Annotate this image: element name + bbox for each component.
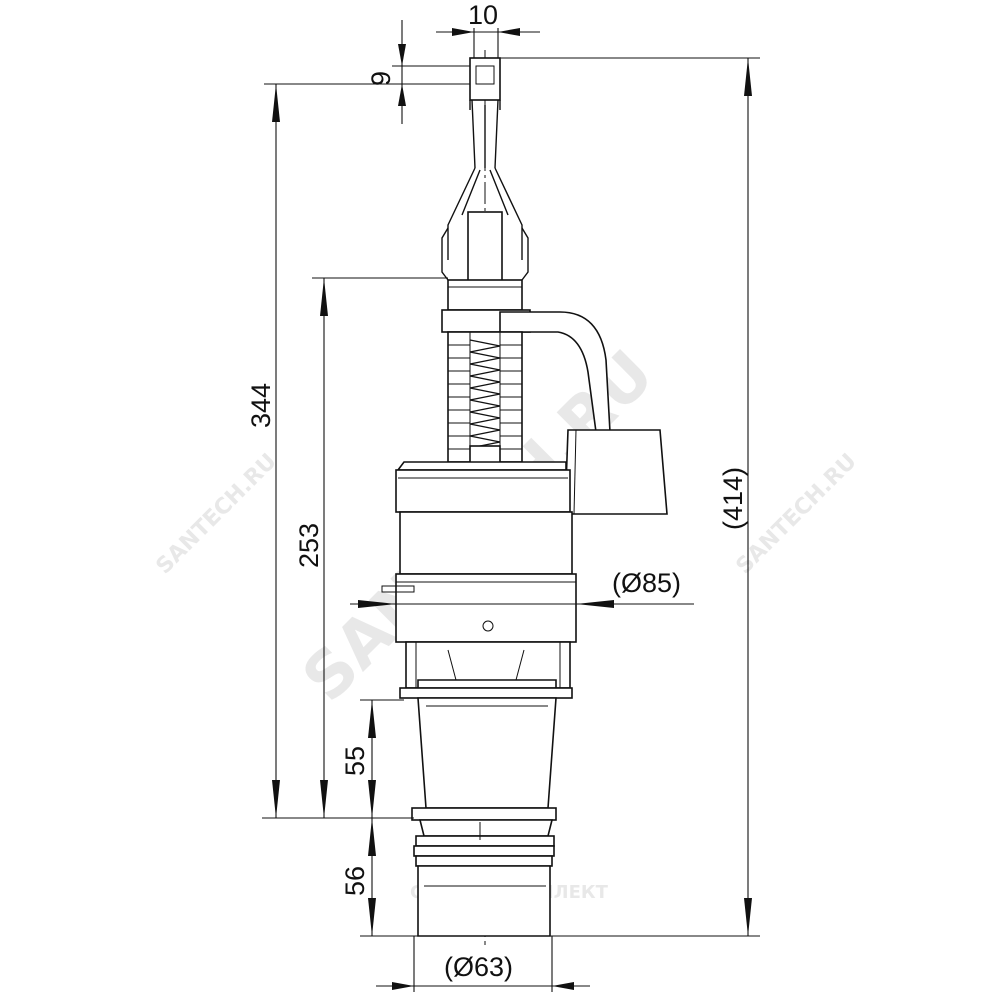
dim-height-344: 344: [246, 84, 280, 818]
operating-rod: [441, 57, 529, 311]
dim-top-width: 10: [436, 0, 540, 36]
valve-cage: [399, 641, 573, 699]
dim-height-55: 55: [340, 700, 376, 818]
dim-top-gap: 9: [366, 20, 406, 124]
watermark-side-left: SANTECH.RU: [152, 449, 282, 579]
dim-height-56: 56: [340, 818, 376, 936]
dim-height-55-label: 55: [340, 746, 370, 776]
flush-valve: [381, 50, 668, 945]
spring-assembly: [447, 331, 523, 467]
dim-height-344-label: 344: [246, 383, 276, 428]
dim-top-gap-label: 9: [366, 71, 396, 86]
dim-total-height-label: (414): [718, 467, 748, 530]
dim-diameter-63: (Ø63): [376, 952, 590, 990]
dim-diameter-85-label: (Ø85): [612, 568, 681, 598]
dim-height-56-label: 56: [340, 866, 370, 896]
dim-top-width-label: 10: [468, 0, 498, 30]
lower-body: [411, 697, 557, 937]
watermark-side-right: SANTECH.RU: [732, 449, 862, 579]
dim-diameter-85: (Ø85): [350, 568, 694, 608]
dimension-lines: 10 9 (414) 344 253: [246, 0, 760, 992]
dim-height-253: 253: [294, 278, 328, 818]
dim-total-height: (414): [718, 58, 752, 936]
dim-height-253-label: 253: [294, 523, 324, 568]
dim-diameter-63-label: (Ø63): [444, 952, 513, 982]
main-housing: [381, 461, 577, 643]
